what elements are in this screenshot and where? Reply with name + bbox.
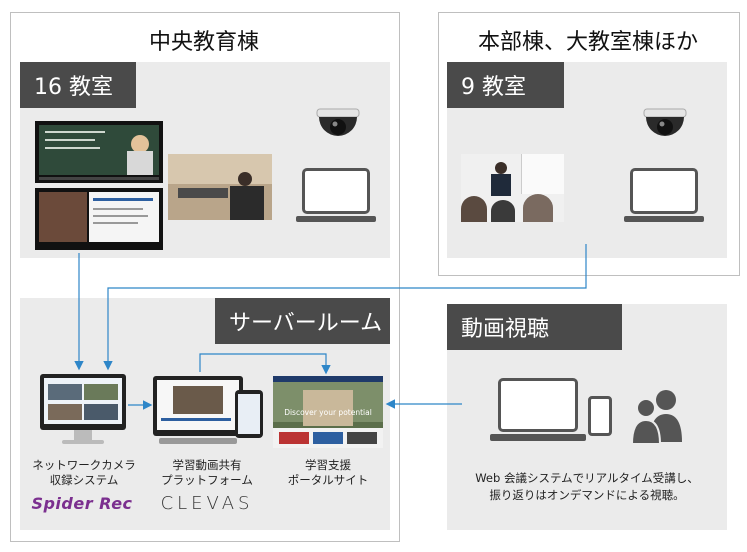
recording-system-caption-line1: ネットワークカメラ — [32, 458, 136, 472]
viewing-note-line1: Web 会議システムでリアルタイム受講し、 — [475, 471, 699, 485]
recording-system-caption-line2: 収録システム — [49, 473, 119, 487]
lecture-slide-thumbnail — [35, 188, 163, 250]
laptop-icon-3 — [490, 378, 586, 442]
server-room-label: サーバールーム — [215, 298, 390, 344]
portal-site-screenshot: Discover your potential — [273, 376, 383, 448]
classroom-photo — [461, 154, 564, 222]
video-platform-caption: 学習動画共有 プラットフォーム — [150, 458, 264, 488]
spider-rec-logo: Spider Rec — [31, 494, 133, 513]
security-camera-icon — [313, 107, 363, 147]
video-platform-caption-line2: プラットフォーム — [161, 473, 253, 487]
smartphone-icon — [588, 396, 612, 436]
lecture-video-thumbnail — [35, 121, 163, 183]
arrow-main-to-recorder — [103, 244, 587, 371]
arrow-platform-to-portal — [199, 353, 331, 375]
recording-system-caption: ネットワークカメラ 収録システム — [26, 458, 142, 488]
video-platform-monitor — [153, 376, 263, 446]
central-classroom-label: 16 教室 — [20, 62, 136, 108]
users-icon — [630, 388, 684, 444]
video-viewing-label: 動画視聴 — [447, 304, 622, 350]
video-platform-caption-line1: 学習動画共有 — [172, 458, 242, 472]
viewing-note: Web 会議システムでリアルタイム受講し、 振り返りはオンデマンドによる視聴。 — [450, 470, 724, 504]
portal-site-caption-line1: 学習支援 — [305, 458, 351, 472]
laptop-icon-2 — [624, 168, 704, 224]
main-classroom-label: 9 教室 — [447, 62, 564, 108]
portal-site-caption-line2: ポータルサイト — [287, 473, 369, 487]
clevas-logo: CLEVAS — [160, 493, 254, 514]
laptop-icon — [296, 168, 376, 224]
main-building-title: 本部棟、大教室棟ほか — [477, 30, 698, 55]
portal-site-caption: 学習支援 ポータルサイト — [270, 458, 386, 488]
security-camera-icon-2 — [640, 107, 690, 147]
portal-banner-text: Discover your potential — [284, 408, 372, 417]
viewing-note-line2: 振り返りはオンデマンドによる視聴。 — [489, 488, 685, 502]
central-building-title: 中央教育棟 — [148, 30, 259, 55]
seminar-photo — [168, 154, 272, 220]
recording-system-monitor — [40, 374, 126, 450]
